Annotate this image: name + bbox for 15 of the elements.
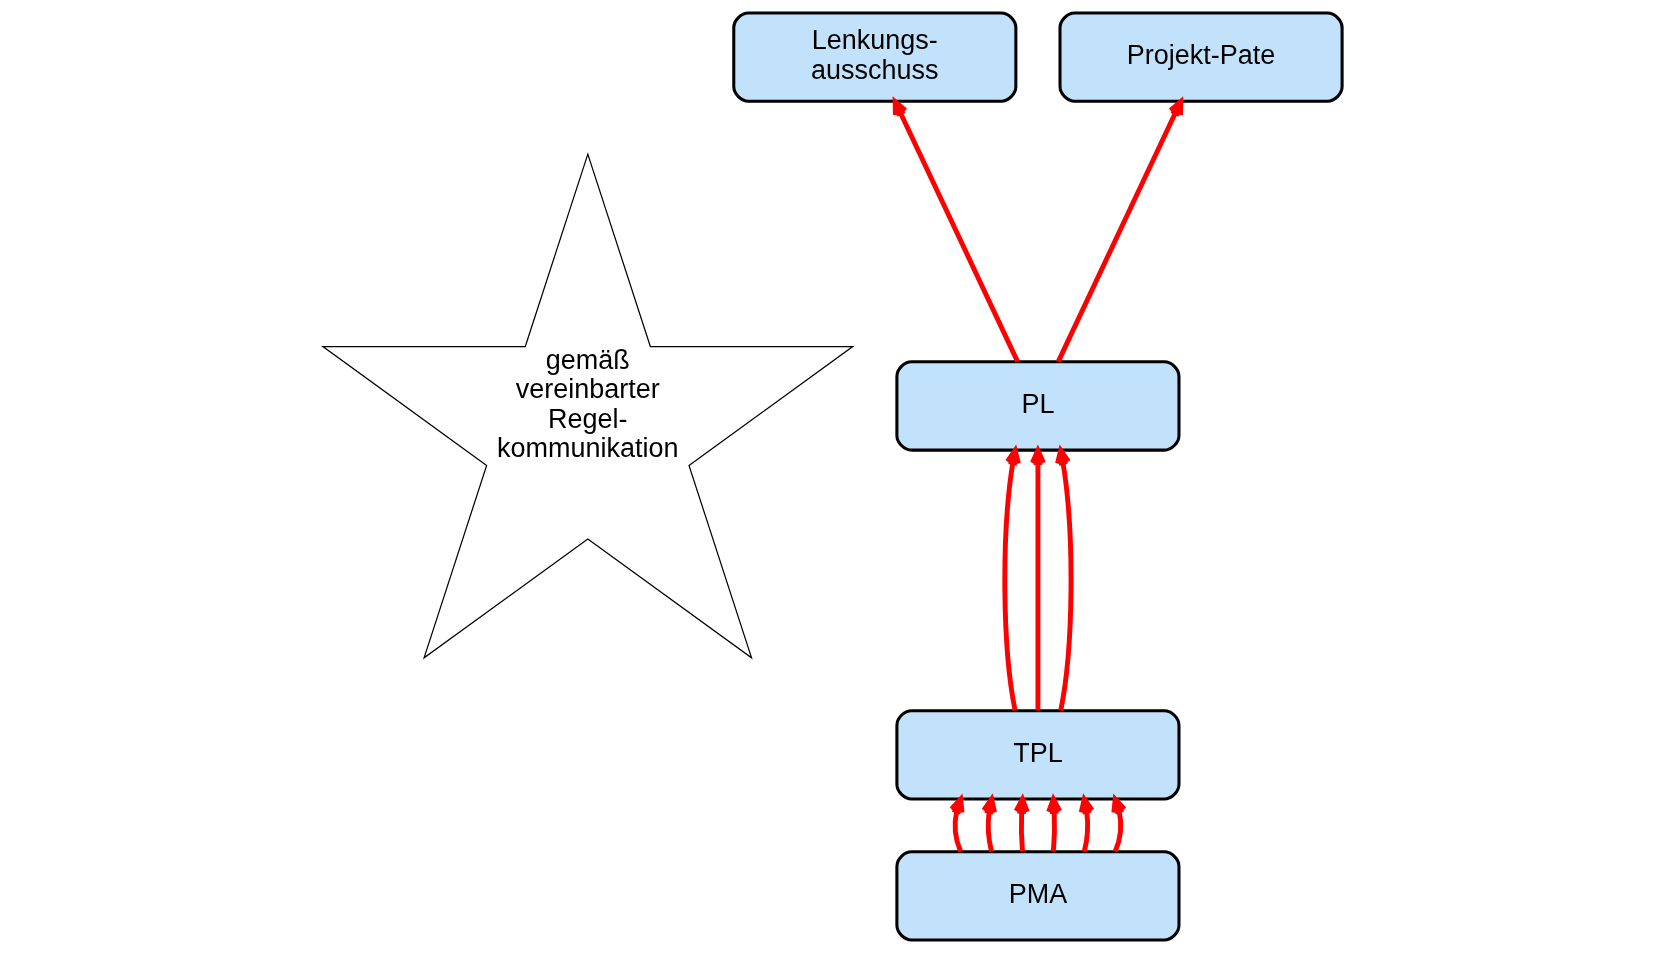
arrow <box>1055 447 1074 711</box>
arrow <box>1002 447 1021 711</box>
arrow <box>1111 796 1127 853</box>
arrow <box>1078 796 1095 853</box>
node-box: TPL <box>895 709 1181 801</box>
node-box: Lenkungs- ausschuss <box>732 11 1018 103</box>
arrow <box>1056 98 1184 363</box>
arrow <box>949 796 965 853</box>
node-box: PL <box>895 360 1181 452</box>
node-box: Projekt-Pate <box>1058 11 1344 103</box>
arrow <box>1046 796 1063 852</box>
node-box: PMA <box>895 850 1181 942</box>
arrow <box>981 796 998 853</box>
arrow <box>1013 796 1030 852</box>
arrow <box>1029 447 1046 711</box>
